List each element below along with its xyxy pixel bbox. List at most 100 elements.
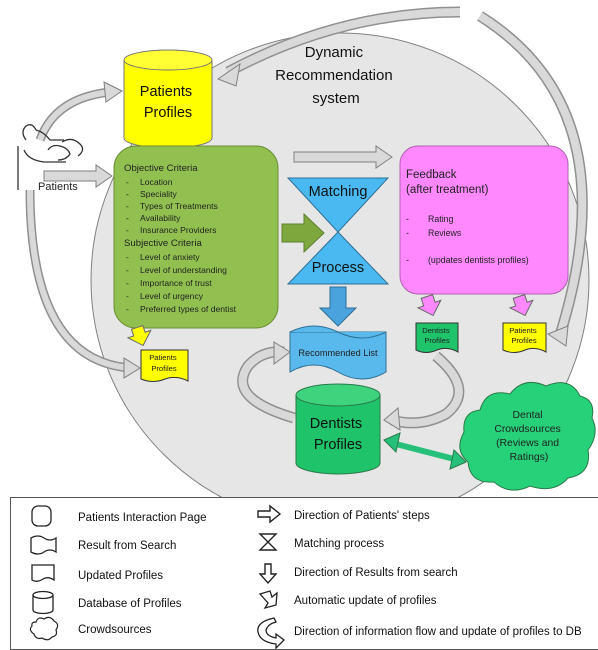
small-patients-profiles-line-1: Patients <box>149 353 177 362</box>
legend-information-flow-icon <box>257 617 285 650</box>
small-dentists-profiles-line-1: Dentists <box>422 326 450 335</box>
doc-to-dentists-db-arrow <box>383 351 465 431</box>
update-flow-arrow-right-end <box>546 325 569 347</box>
patients-profiles-db-line-2: Profiles <box>144 105 192 121</box>
criteria-update-arrow <box>126 324 152 347</box>
feedback-panel: Feedback (after treatment) - Rating - Re… <box>399 145 569 295</box>
crowdsources-line-1: Dental <box>513 410 543 421</box>
legend-auto-update-icon <box>258 590 278 610</box>
legend-left-label: Patients Interaction Page <box>78 512 207 524</box>
feedback-update-arrow-left <box>416 294 442 317</box>
legend-left-label: Crowdsources <box>78 624 152 636</box>
patients-figure-icon <box>17 124 84 190</box>
recommended-list-label: Recommended List <box>298 348 378 358</box>
feedback-item: Reviews <box>428 228 462 238</box>
patients-to-criteria-arrow <box>43 164 113 188</box>
svg-text:-: - <box>126 213 129 223</box>
feedback-title: Feedback <box>406 169 457 181</box>
matching-to-feedback-arrow <box>293 145 393 169</box>
svg-text:Dentists Profiles: Dentists Profiles <box>310 416 366 453</box>
matching-label-bottom: Process <box>312 260 364 276</box>
criteria-subjective-item: Level of understanding <box>140 265 227 275</box>
svg-text:Dentists Profiles: Dentists Profiles <box>422 326 452 345</box>
db-crowdsources-bidirectional-arrow <box>383 432 467 470</box>
feedback-subtitle: (after treatment) <box>406 184 489 196</box>
svg-text:Patients Profiles: Patients Profiles <box>149 353 179 373</box>
legend-updated-profiles-icon <box>31 564 55 582</box>
recommended-list: Recommended List <box>289 325 387 380</box>
legend-left-label: Result from Search <box>78 540 176 552</box>
criteria-to-matching-arrow <box>281 212 325 254</box>
legend: Patients Interaction Page Result from Se… <box>10 497 598 650</box>
patients-return-arrow <box>25 189 141 379</box>
feedback-update-arrow-right <box>508 294 534 317</box>
patients-profiles-update-doc-left: Patients Profiles <box>140 349 189 382</box>
system-title-line-1: Dynamic <box>305 44 364 61</box>
criteria-objective-item: Insurance Providers <box>140 225 216 235</box>
legend-database-icon <box>32 590 54 615</box>
legend-frame <box>10 497 598 650</box>
criteria-subjective-item: Preferred types of dentist <box>140 304 237 314</box>
svg-text:-: - <box>126 265 129 275</box>
legend-left-label: Database of Profiles <box>78 598 182 610</box>
criteria-subjective-item: Level of anxiety <box>140 252 200 262</box>
legend-right-label: Direction of information flow and update… <box>294 626 582 638</box>
svg-text:Patients Profiles: Patients Profiles <box>140 84 196 121</box>
crowdsources-line-3: (Reviews and <box>496 438 559 449</box>
matching-to-list-arrow <box>318 286 358 327</box>
dentists-profiles-database: Dentists Profiles <box>295 383 381 475</box>
small-patients-profiles-line-2: Profiles <box>151 364 177 373</box>
crowdsources-line-2: Crowdsources <box>494 424 560 435</box>
feedback-note: (updates dentists profiles) <box>428 255 529 265</box>
feedback-item: Rating <box>428 214 454 224</box>
matching-label-top: Matching <box>309 184 368 200</box>
legend-right-label: Direction of Patients' steps <box>294 510 430 522</box>
update-flow-arrow-top <box>216 6 461 87</box>
update-flow-arrow-right <box>477 11 588 337</box>
small-patients-profiles-right-line-2: Profiles <box>511 336 537 345</box>
svg-text:-: - <box>406 255 409 265</box>
legend-right-label: Matching process <box>294 538 384 550</box>
legend-results-arrow-icon <box>258 563 278 585</box>
criteria-objective-item: Location <box>140 177 173 187</box>
svg-text:Dental Crowdsources: Dental Crowdsources (Reviews and Ratings… <box>494 410 563 463</box>
small-patients-profiles-right-line-1: Patients <box>509 326 537 335</box>
criteria-subjective-item: Level of urgency <box>140 291 204 301</box>
objective-criteria-title: Objective Criteria <box>124 163 198 174</box>
svg-text:-: - <box>126 225 129 235</box>
legend-right-label: Direction of Results from search <box>294 567 458 579</box>
system-title-line-2: Recommendation <box>275 67 393 84</box>
dentists-profiles-update-doc: Dentists Profiles <box>415 322 459 353</box>
svg-text:-: - <box>406 214 409 224</box>
patients-profiles-update-doc-right: Patients Profiles <box>502 322 547 353</box>
patients-label: Patients <box>38 181 78 193</box>
crowdsources-line-4: Ratings) <box>510 452 549 463</box>
matching-process-hourglass: Matching Process <box>286 177 390 285</box>
criteria-objective-item: Availability <box>140 213 181 223</box>
patients-profiles-db-line-1: Patients <box>140 84 192 100</box>
svg-text:Objective Criteria: Objective Criteria <box>124 163 198 174</box>
dentists-profiles-db-line-1: Dentists <box>310 416 362 432</box>
legend-matching-icon <box>258 533 278 551</box>
dental-crowdsources-cloud: Dental Crowdsources (Reviews and Ratings… <box>459 381 596 491</box>
legend-right-label: Automatic update of profiles <box>294 595 437 607</box>
patients-profiles-database: Patients Profiles <box>123 49 213 149</box>
criteria-subjective-item: Importance of trust <box>140 278 212 288</box>
svg-text:-: - <box>126 291 129 301</box>
svg-text:-: - <box>126 252 129 262</box>
svg-text:Patients Profiles: Patients Profiles <box>509 326 539 345</box>
legend-crowdsources-icon <box>29 616 59 641</box>
small-dentists-profiles-line-2: Profiles <box>424 336 450 345</box>
criteria-panel: Objective Criteria - Location - Speciali… <box>113 145 279 329</box>
legend-patients-steps-arrow-icon <box>257 504 282 524</box>
svg-text:-: - <box>126 189 129 199</box>
svg-text:-: - <box>406 228 409 238</box>
legend-patients-page-icon <box>31 505 52 527</box>
legend-left-label: Updated Profiles <box>78 570 163 582</box>
svg-text:-: - <box>126 278 129 288</box>
system-title-line-3: system <box>312 90 360 107</box>
dentists-to-list-arrow <box>237 341 296 424</box>
patients-to-profiles-arrow <box>35 81 123 142</box>
dentists-profiles-db-line-2: Profiles <box>314 437 362 453</box>
